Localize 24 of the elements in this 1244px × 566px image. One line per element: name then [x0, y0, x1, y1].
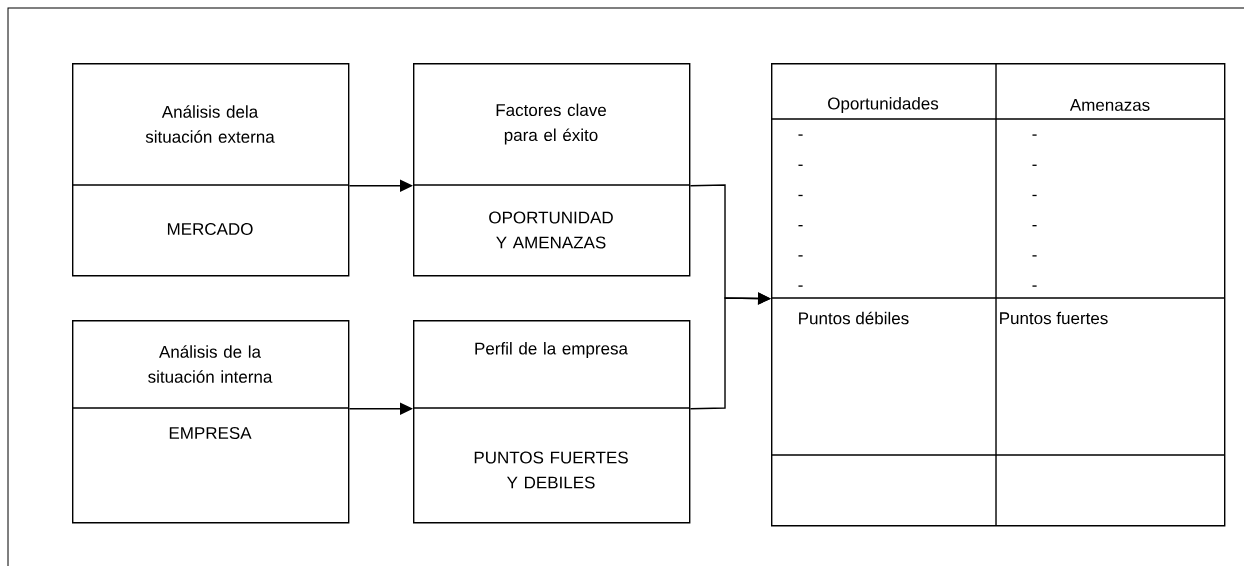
process-box: Perfil de la empresa PUNTOS FUERTES Y DEBILES [412, 320, 691, 524]
cell-text: Puntos fuertes [1000, 311, 1108, 325]
arrow [348, 179, 413, 192]
dash: - [798, 285, 803, 287]
cell-text: Puntos débiles [799, 311, 909, 325]
column-header: Oportunidades [828, 97, 939, 113]
dash: - [1032, 285, 1037, 287]
dash: - [798, 164, 803, 166]
process-box: Análisis dela situación externa MERCADO [71, 63, 350, 277]
dash: - [1032, 255, 1037, 257]
dash: - [798, 225, 803, 227]
dash: - [798, 134, 803, 136]
arrow [348, 402, 413, 415]
dash: - [798, 194, 803, 197]
table [770, 62, 1226, 527]
dash: - [1032, 225, 1037, 227]
dash: - [798, 255, 803, 257]
dash: - [1032, 194, 1037, 197]
process-box: Análisis de la situación interna EMPRESA [71, 320, 350, 524]
process-box: Factores clave para el éxito OPORTUNIDAD Y AMENAZAS [412, 63, 691, 277]
column-header: Amenazas [1069, 99, 1150, 111]
arrow [689, 292, 771, 410]
dash: - [1032, 134, 1037, 136]
dash: - [1032, 164, 1037, 166]
